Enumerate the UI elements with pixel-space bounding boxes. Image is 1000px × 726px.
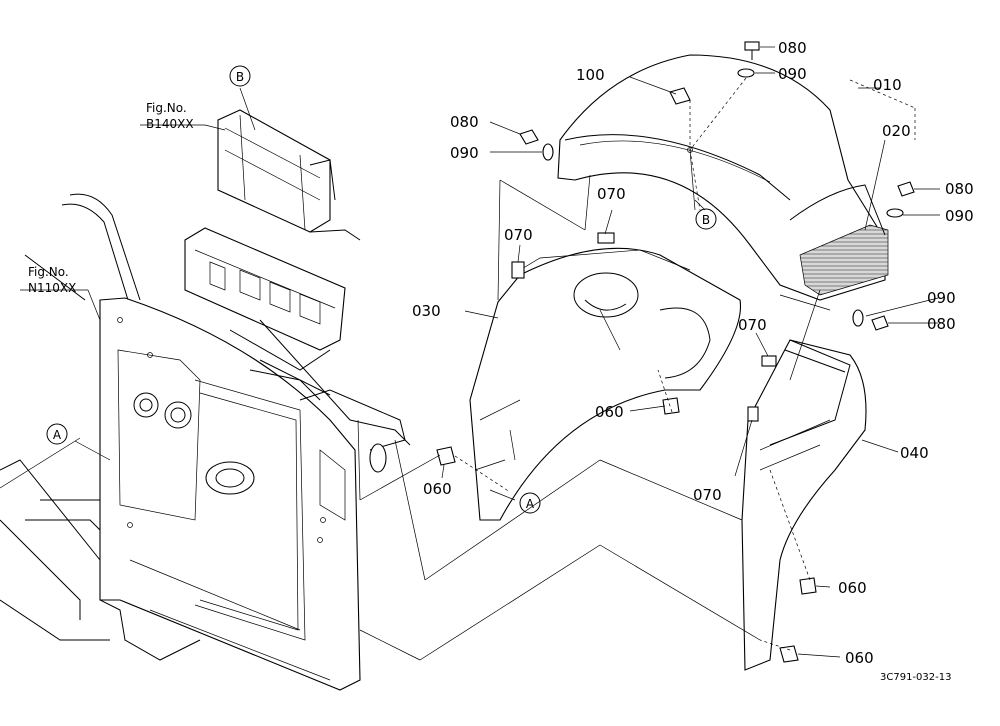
svg-text:B: B: [702, 213, 710, 227]
label-060-center: 060: [595, 403, 624, 421]
label-070-left: 070: [504, 226, 533, 244]
label-040: 040: [900, 444, 929, 462]
fig-ref-n110xx: Fig.No. N110XX: [28, 265, 76, 295]
part-labels: 080 090 100 010 020 080 090 080 090 070 …: [412, 39, 974, 667]
leader-lines: [0, 46, 940, 661]
label-090-top: 090: [778, 65, 807, 83]
svg-text:N110XX: N110XX: [28, 281, 76, 295]
drawing-number: 3C791-032-13: [880, 672, 951, 683]
label-070-top: 070: [597, 185, 626, 203]
part-010-top-cover: [557, 54, 889, 301]
label-010: 010: [873, 76, 902, 94]
label-020: 020: [882, 122, 911, 140]
part-040-side-panel: [741, 339, 867, 671]
svg-text:B: B: [236, 70, 244, 84]
upper-bracket: [184, 109, 361, 421]
ref-marker-b-cover: B: [695, 208, 717, 230]
label-060-bottom: 060: [845, 649, 874, 667]
label-090-left: 090: [450, 144, 479, 162]
label-080-right: 080: [945, 180, 974, 198]
label-060-left: 060: [423, 480, 452, 498]
label-070-lower: 070: [693, 486, 722, 504]
label-030: 030: [412, 302, 441, 320]
ref-marker-a-panel: A: [519, 492, 541, 514]
part-030-cover: [469, 232, 742, 521]
label-080-left: 080: [450, 113, 479, 131]
label-060-right: 060: [838, 579, 867, 597]
svg-text:A: A: [526, 497, 535, 511]
svg-text:Fig.No.: Fig.No.: [28, 265, 69, 279]
svg-text:A: A: [53, 428, 62, 442]
fig-ref-b140xx: Fig.No. B140XX: [146, 101, 194, 131]
svg-text:B140XX: B140XX: [146, 117, 194, 131]
label-080-lower: 080: [927, 315, 956, 333]
console-frame: [0, 193, 411, 691]
label-090-right: 090: [945, 207, 974, 225]
label-090-lower: 090: [927, 289, 956, 307]
label-070-right: 070: [738, 316, 767, 334]
label-100: 100: [576, 66, 605, 84]
ref-marker-b-top: B: [229, 65, 251, 87]
svg-text:Fig.No.: Fig.No.: [146, 101, 187, 115]
ref-marker-a-left: A: [46, 423, 68, 445]
label-080-top: 080: [778, 39, 807, 57]
fasteners: [436, 41, 915, 663]
